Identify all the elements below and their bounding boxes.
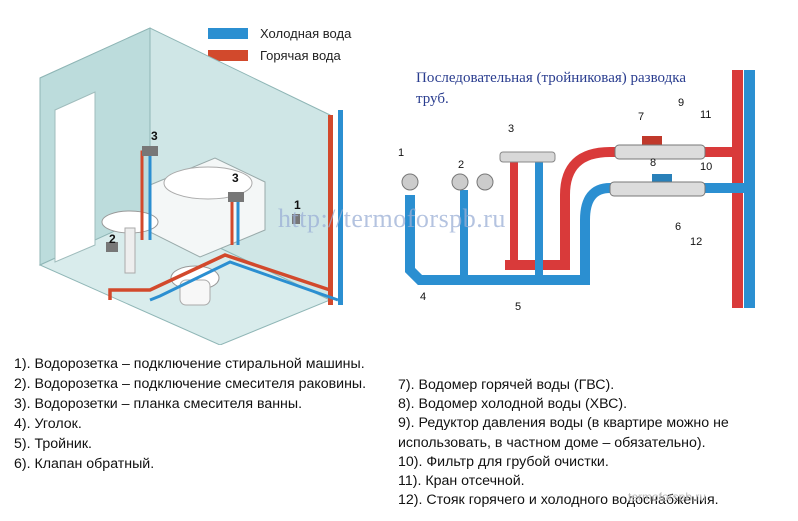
caption-5: 5). Тройник. bbox=[14, 436, 92, 452]
label-1: 1 bbox=[294, 198, 301, 212]
legend-cold: Холодная вода bbox=[208, 22, 351, 44]
label-8: 8 bbox=[650, 157, 656, 169]
label-2: 2 bbox=[458, 159, 464, 171]
legend: Холодная вода Горячая вода bbox=[208, 22, 351, 66]
cold-water-swatch bbox=[208, 27, 248, 39]
cold-riser bbox=[338, 110, 343, 305]
caption-1: 1). Водорозетка – подключение стиральной… bbox=[14, 356, 365, 372]
captions-right: 7). Водомер горячей воды (ГВС). 8). Водо… bbox=[398, 376, 786, 510]
label-12: 12 bbox=[690, 236, 702, 248]
caption-6: 6). Клапан обратный. bbox=[14, 456, 155, 472]
caption-10: 10). Фильтр для грубой очистки. bbox=[398, 453, 609, 470]
label-2: 2 bbox=[109, 232, 116, 246]
label-11: 11 bbox=[700, 109, 711, 121]
legend-hot-label: Горячая вода bbox=[260, 47, 341, 63]
label-3a: 3 bbox=[151, 129, 158, 143]
caption-12: 12). Стояк горячего и холодного водоснаб… bbox=[398, 492, 719, 509]
label-5: 5 bbox=[515, 301, 521, 313]
legend-cold-label: Холодная вода bbox=[260, 25, 352, 41]
label-4: 4 bbox=[420, 291, 426, 303]
label-10: 10 bbox=[700, 161, 712, 173]
caption-7: 7). Водомер горячей воды (ГВС). bbox=[398, 377, 615, 393]
door-opening bbox=[54, 91, 96, 263]
hot-water-swatch bbox=[208, 49, 248, 61]
legend-hot: Горячая вода bbox=[208, 44, 351, 66]
hot-main-line bbox=[505, 147, 732, 270]
cold-riser bbox=[744, 70, 755, 308]
bottom-watermark: termoforspb.ru bbox=[628, 490, 707, 504]
scheme-title: Последовательная (тройниковая) разводка … bbox=[416, 70, 686, 107]
caption-3: 3). Водорозетки – планка смесителя ванны… bbox=[14, 396, 303, 412]
captions-left: 1). Водорозетка – подключение стиральной… bbox=[14, 354, 374, 474]
hot-pipe-run bbox=[108, 253, 331, 300]
bathroom-illustration: 3 3 1 2 bbox=[38, 27, 343, 345]
caption-11: 11). Кран отсечной. bbox=[398, 473, 525, 490]
cold-pipe-run bbox=[149, 260, 339, 302]
cold-main-line bbox=[405, 183, 744, 285]
label-6: 6 bbox=[675, 221, 681, 233]
label-3b: 3 bbox=[232, 171, 239, 185]
caption-8: 8). Водомер холодной воды (ХВС). bbox=[398, 396, 628, 413]
caption-4: 4). Уголок. bbox=[14, 416, 82, 432]
piping-scheme: 1 2 3 4 5 6 7 8 9 10 11 12 bbox=[398, 70, 755, 313]
label-3: 3 bbox=[508, 123, 514, 135]
caption-2: 2). Водорозетка – подключение смесителя … bbox=[14, 376, 367, 392]
watermark-url: http://termoforspb.ru bbox=[278, 204, 506, 233]
label-1: 1 bbox=[398, 147, 404, 159]
label-7: 7 bbox=[638, 111, 644, 123]
caption-9: 9). Редуктор давления воды (в квартире м… bbox=[398, 415, 729, 451]
label-9: 9 bbox=[678, 97, 684, 109]
hot-riser bbox=[328, 115, 333, 305]
